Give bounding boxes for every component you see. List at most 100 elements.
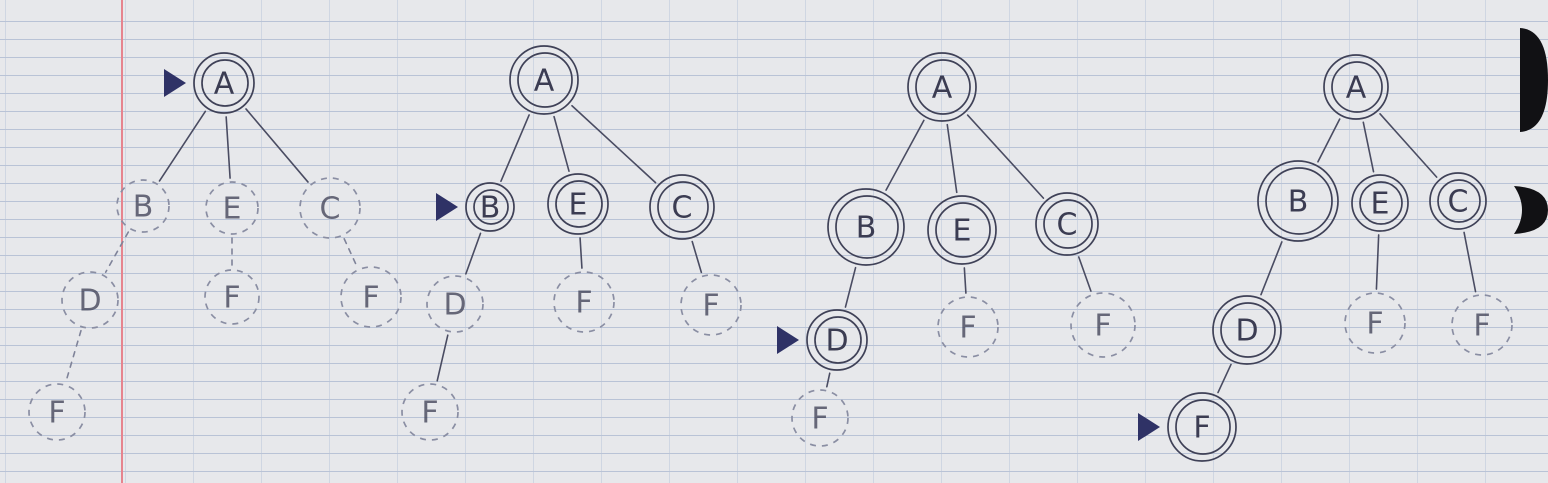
node-ring-inner bbox=[1043, 199, 1093, 249]
node-label: A bbox=[214, 67, 235, 102]
node-ring-outer bbox=[1035, 192, 1099, 256]
node-f1: F bbox=[401, 383, 459, 441]
node-label: B bbox=[1288, 185, 1309, 220]
node-b: B bbox=[1257, 160, 1339, 242]
node-f2: F bbox=[937, 296, 999, 358]
node-b: B bbox=[465, 182, 515, 232]
node-ring-inner bbox=[555, 180, 603, 228]
node-label: D bbox=[825, 324, 848, 359]
node-label: B bbox=[856, 211, 877, 246]
node-ring bbox=[1070, 292, 1136, 358]
node-label: C bbox=[1057, 208, 1078, 243]
node-a: A bbox=[1323, 54, 1389, 120]
node-ring bbox=[28, 383, 86, 441]
node-ring bbox=[1344, 292, 1406, 354]
node-label: F bbox=[702, 289, 719, 324]
edge-a-c bbox=[571, 104, 657, 184]
node-label: A bbox=[534, 64, 555, 99]
node-f3: F bbox=[680, 274, 742, 336]
node-ring bbox=[791, 389, 849, 447]
node-f1: F bbox=[1167, 392, 1237, 462]
node-ring bbox=[1451, 294, 1513, 356]
edge-b-d bbox=[844, 266, 857, 308]
node-label: C bbox=[672, 191, 693, 226]
node-label: C bbox=[1448, 185, 1469, 220]
node-label: F bbox=[575, 286, 592, 321]
node-e: E bbox=[927, 195, 997, 265]
node-ring bbox=[937, 296, 999, 358]
node-a: A bbox=[509, 45, 579, 115]
edge-e-f2 bbox=[579, 237, 583, 269]
node-a: A bbox=[193, 52, 255, 114]
node-label: F bbox=[421, 396, 438, 431]
edge-a-e bbox=[553, 115, 570, 173]
current-node-marker-icon bbox=[164, 69, 186, 97]
node-ring bbox=[340, 266, 402, 328]
node-label: E bbox=[1371, 187, 1390, 222]
node-label: F bbox=[48, 396, 65, 431]
node-label: F bbox=[362, 281, 379, 316]
node-label: F bbox=[223, 281, 240, 316]
edge-a-b bbox=[158, 110, 207, 182]
edge-c-f3 bbox=[691, 240, 703, 274]
node-ring-outer bbox=[1257, 160, 1339, 242]
node-label: D bbox=[443, 288, 466, 323]
node-label: B bbox=[480, 191, 501, 226]
edge-a-c bbox=[1379, 113, 1438, 178]
edge-a-c bbox=[245, 108, 309, 183]
current-node-marker-icon bbox=[1138, 413, 1160, 441]
node-label: E bbox=[953, 214, 972, 249]
edge-b-d bbox=[1260, 241, 1283, 296]
edge-b-d bbox=[104, 231, 130, 273]
node-ring-inner bbox=[1331, 61, 1383, 113]
node-ring-outer bbox=[509, 45, 579, 115]
node-ring-outer bbox=[1351, 174, 1409, 232]
edge-a-b bbox=[885, 119, 925, 191]
node-ring-inner bbox=[1175, 399, 1231, 455]
node-ring-outer bbox=[547, 173, 609, 235]
edge-e-f2 bbox=[963, 267, 967, 294]
node-label: B bbox=[133, 190, 154, 225]
node-ring bbox=[299, 177, 361, 239]
node-label: F bbox=[1094, 309, 1111, 344]
node-ring bbox=[116, 179, 170, 233]
node-ring-outer bbox=[1212, 295, 1282, 365]
node-label: E bbox=[223, 192, 242, 227]
node-ring bbox=[205, 181, 259, 235]
edge-a-c bbox=[966, 114, 1045, 199]
node-ring-inner bbox=[935, 202, 991, 258]
node-label: F bbox=[1366, 307, 1383, 342]
node-ring-inner bbox=[835, 195, 899, 259]
node-ring bbox=[680, 274, 742, 336]
edge-d-f1 bbox=[436, 334, 449, 382]
node-d: D bbox=[61, 271, 119, 329]
node-label: C bbox=[320, 192, 341, 227]
node-ring-inner bbox=[1220, 302, 1276, 358]
edge-e-f2 bbox=[1375, 234, 1380, 290]
node-f2: F bbox=[1344, 292, 1406, 354]
edge-a-e bbox=[1362, 121, 1375, 173]
node-ring-outer bbox=[1429, 172, 1487, 230]
node-label: F bbox=[1473, 309, 1490, 344]
node-label: D bbox=[1235, 314, 1258, 349]
current-node-marker-icon bbox=[777, 326, 799, 354]
tree-diagram-4: A B E C D F F F bbox=[1138, 54, 1513, 462]
node-c: C bbox=[1429, 172, 1487, 230]
node-ring-inner bbox=[1359, 181, 1403, 225]
node-c: C bbox=[299, 177, 361, 239]
node-e: E bbox=[205, 181, 259, 235]
binder-hole-bottom bbox=[1514, 186, 1548, 234]
node-ring bbox=[401, 383, 459, 441]
current-node-marker-icon bbox=[436, 193, 458, 221]
node-ring-inner bbox=[517, 52, 573, 108]
node-f3: F bbox=[1451, 294, 1513, 356]
node-c: C bbox=[649, 174, 715, 240]
edge-b-d bbox=[465, 232, 482, 275]
node-ring-outer bbox=[193, 52, 255, 114]
node-f1: F bbox=[28, 383, 86, 441]
node-ring bbox=[553, 271, 615, 333]
node-b: B bbox=[116, 179, 170, 233]
